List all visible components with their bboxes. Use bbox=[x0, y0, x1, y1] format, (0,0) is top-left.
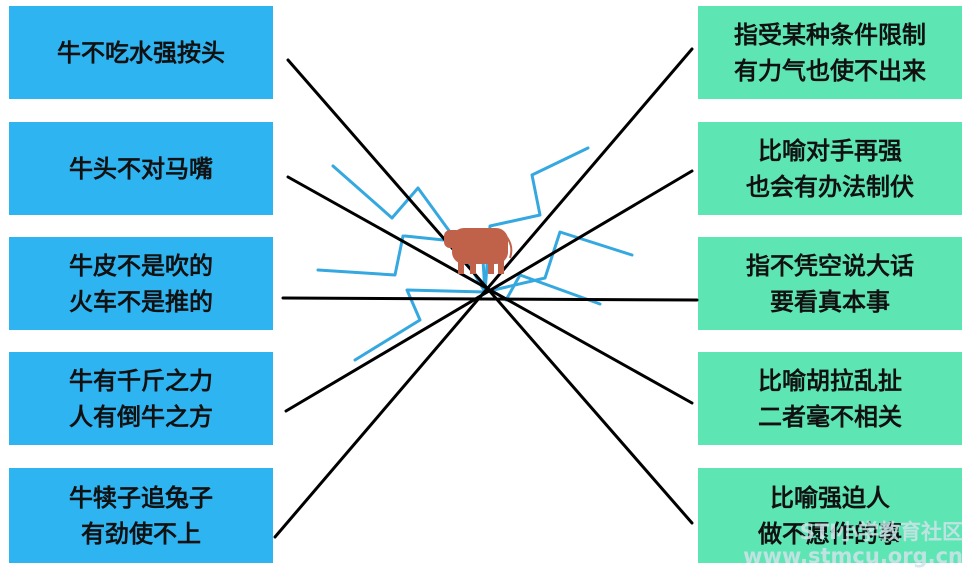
right-item-3[interactable]: 指不凭空说大话 要看真本事 bbox=[698, 237, 962, 330]
left-item-2[interactable]: 牛头不对马嘴 bbox=[9, 122, 273, 215]
left-item-5[interactable]: 牛犊子追兔子 有劲使不上 bbox=[9, 468, 273, 563]
left-item-3-line-1: 牛皮不是吹的 bbox=[69, 251, 213, 280]
left-item-1[interactable]: 牛不吃水强按头 bbox=[9, 6, 273, 99]
connector-line-3 bbox=[281, 296, 699, 302]
left-item-1-line-1: 牛不吃水强按头 bbox=[57, 38, 225, 67]
right-item-5-line-2: 做不愿作的事 bbox=[758, 519, 902, 548]
left-item-2-line-1: 牛头不对马嘴 bbox=[69, 154, 213, 183]
left-item-4-line-2: 人有倒牛之方 bbox=[69, 402, 213, 431]
right-item-2-line-1: 比喻对手再强 bbox=[758, 136, 902, 165]
right-item-5[interactable]: 比喻强迫人 做不愿作的事 bbox=[698, 468, 962, 563]
left-item-3-line-2: 火车不是推的 bbox=[69, 287, 213, 316]
connector-line-5 bbox=[273, 47, 694, 539]
left-item-4[interactable]: 牛有千斤之力 人有倒牛之方 bbox=[9, 352, 273, 445]
watermark-line-1: STI小学教育社区 bbox=[799, 520, 963, 544]
right-item-2[interactable]: 比喻对手再强 也会有办法制伏 bbox=[698, 122, 962, 215]
right-item-5-line-1: 比喻强迫人 bbox=[770, 483, 890, 512]
connector-lines bbox=[273, 47, 699, 539]
left-item-3[interactable]: 牛皮不是吹的 火车不是推的 bbox=[9, 237, 273, 330]
right-item-4[interactable]: 比喻胡拉乱扯 二者毫不相关 bbox=[698, 352, 962, 445]
connector-line-4 bbox=[284, 169, 694, 413]
right-item-2-line-2: 也会有办法制伏 bbox=[746, 172, 914, 201]
left-item-5-line-2: 有劲使不上 bbox=[81, 519, 201, 548]
cow-icon bbox=[444, 228, 513, 274]
right-item-1-line-1: 指受某种条件限制 bbox=[734, 20, 926, 49]
right-item-1-line-2: 有力气也使不出来 bbox=[734, 56, 926, 85]
right-item-1[interactable]: 指受某种条件限制 有力气也使不出来 bbox=[698, 6, 962, 99]
right-item-3-line-2: 要看真本事 bbox=[770, 287, 890, 316]
watermark-line-2: www.stmcu.org.cn bbox=[743, 544, 963, 568]
right-item-4-line-2: 二者毫不相关 bbox=[758, 402, 902, 431]
watermark: STI小学教育社区 www.stmcu.org.cn bbox=[743, 520, 963, 568]
right-item-4-line-1: 比喻胡拉乱扯 bbox=[758, 366, 902, 395]
left-item-4-line-1: 牛有千斤之力 bbox=[69, 366, 213, 395]
left-item-5-line-1: 牛犊子追兔子 bbox=[69, 483, 213, 512]
right-item-3-line-1: 指不凭空说大话 bbox=[746, 251, 914, 280]
